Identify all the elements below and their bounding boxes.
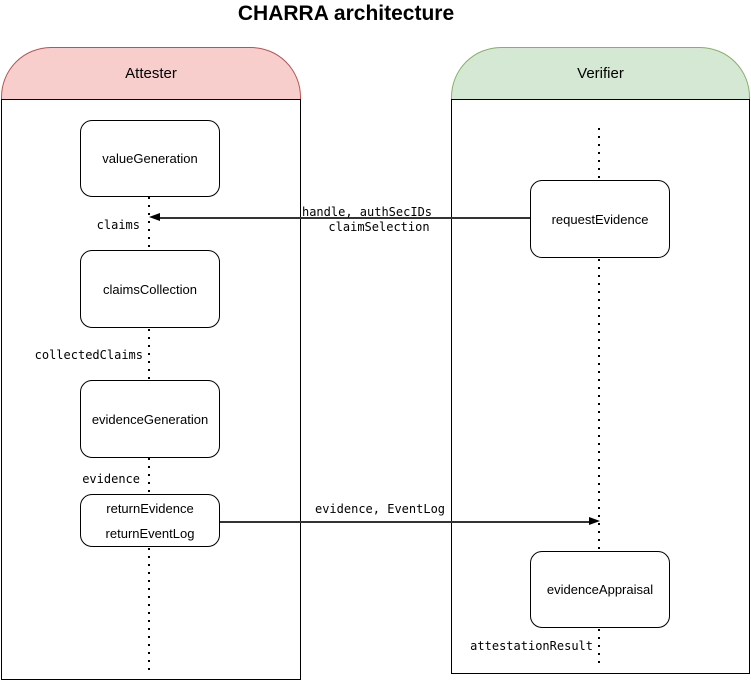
lifeline-verifier-segment bbox=[598, 128, 600, 179]
node-label: evidenceGeneration bbox=[91, 411, 209, 427]
lane-title-verifier: Verifier bbox=[577, 65, 624, 82]
node-evidence-generation: evidenceGeneration bbox=[80, 380, 220, 458]
message-line-evidence-eventlog bbox=[220, 521, 591, 523]
node-value-generation: valueGeneration bbox=[80, 120, 220, 197]
message-line-request-evidence bbox=[157, 217, 530, 219]
message-label-claimselection: claimSelection bbox=[328, 220, 430, 234]
lane-header-attester: Attester bbox=[1, 47, 301, 99]
node-label: claimsCollection bbox=[103, 281, 197, 297]
node-label: returnEvidence bbox=[106, 500, 194, 516]
message-label-handle-authsecids: handle, authSecIDs bbox=[301, 205, 433, 219]
lifeline-verifier-segment bbox=[598, 259, 600, 550]
lifeline-attester-segment bbox=[148, 548, 150, 670]
node-return-evidence-eventlog: returnEvidence returnEventLog bbox=[80, 494, 220, 547]
lane-body-verifier bbox=[451, 99, 750, 674]
lifeline-label-attestation-result: attestationResult bbox=[470, 639, 593, 653]
lifeline-label-claims: claims bbox=[96, 218, 140, 232]
lifeline-attester-segment bbox=[148, 458, 150, 493]
node-evidence-appraisal: evidenceAppraisal bbox=[530, 551, 670, 628]
lane-body-attester bbox=[1, 99, 301, 680]
lifeline-label-evidence: evidence bbox=[82, 472, 140, 486]
diagram-title: CHARRA architecture bbox=[237, 2, 455, 25]
node-request-evidence: requestEvidence bbox=[530, 180, 670, 258]
message-label-evidence-eventlog: evidence, EventLog bbox=[314, 502, 446, 516]
lifeline-attester-segment bbox=[148, 329, 150, 379]
lane-title-attester: Attester bbox=[125, 65, 177, 82]
node-label: returnEventLog bbox=[105, 525, 195, 541]
node-claims-collection: claimsCollection bbox=[80, 250, 220, 328]
lifeline-label-collected-claims: collectedClaims bbox=[34, 348, 143, 362]
lane-header-verifier: Verifier bbox=[451, 47, 750, 99]
arrowhead-right-icon bbox=[589, 517, 600, 525]
arrowhead-left-icon bbox=[149, 213, 160, 221]
node-label: requestEvidence bbox=[551, 211, 649, 227]
lifeline-attester-segment bbox=[148, 197, 150, 250]
lifeline-verifier-segment bbox=[598, 629, 600, 668]
node-label: evidenceAppraisal bbox=[546, 582, 654, 597]
node-label: valueGeneration bbox=[102, 151, 198, 166]
